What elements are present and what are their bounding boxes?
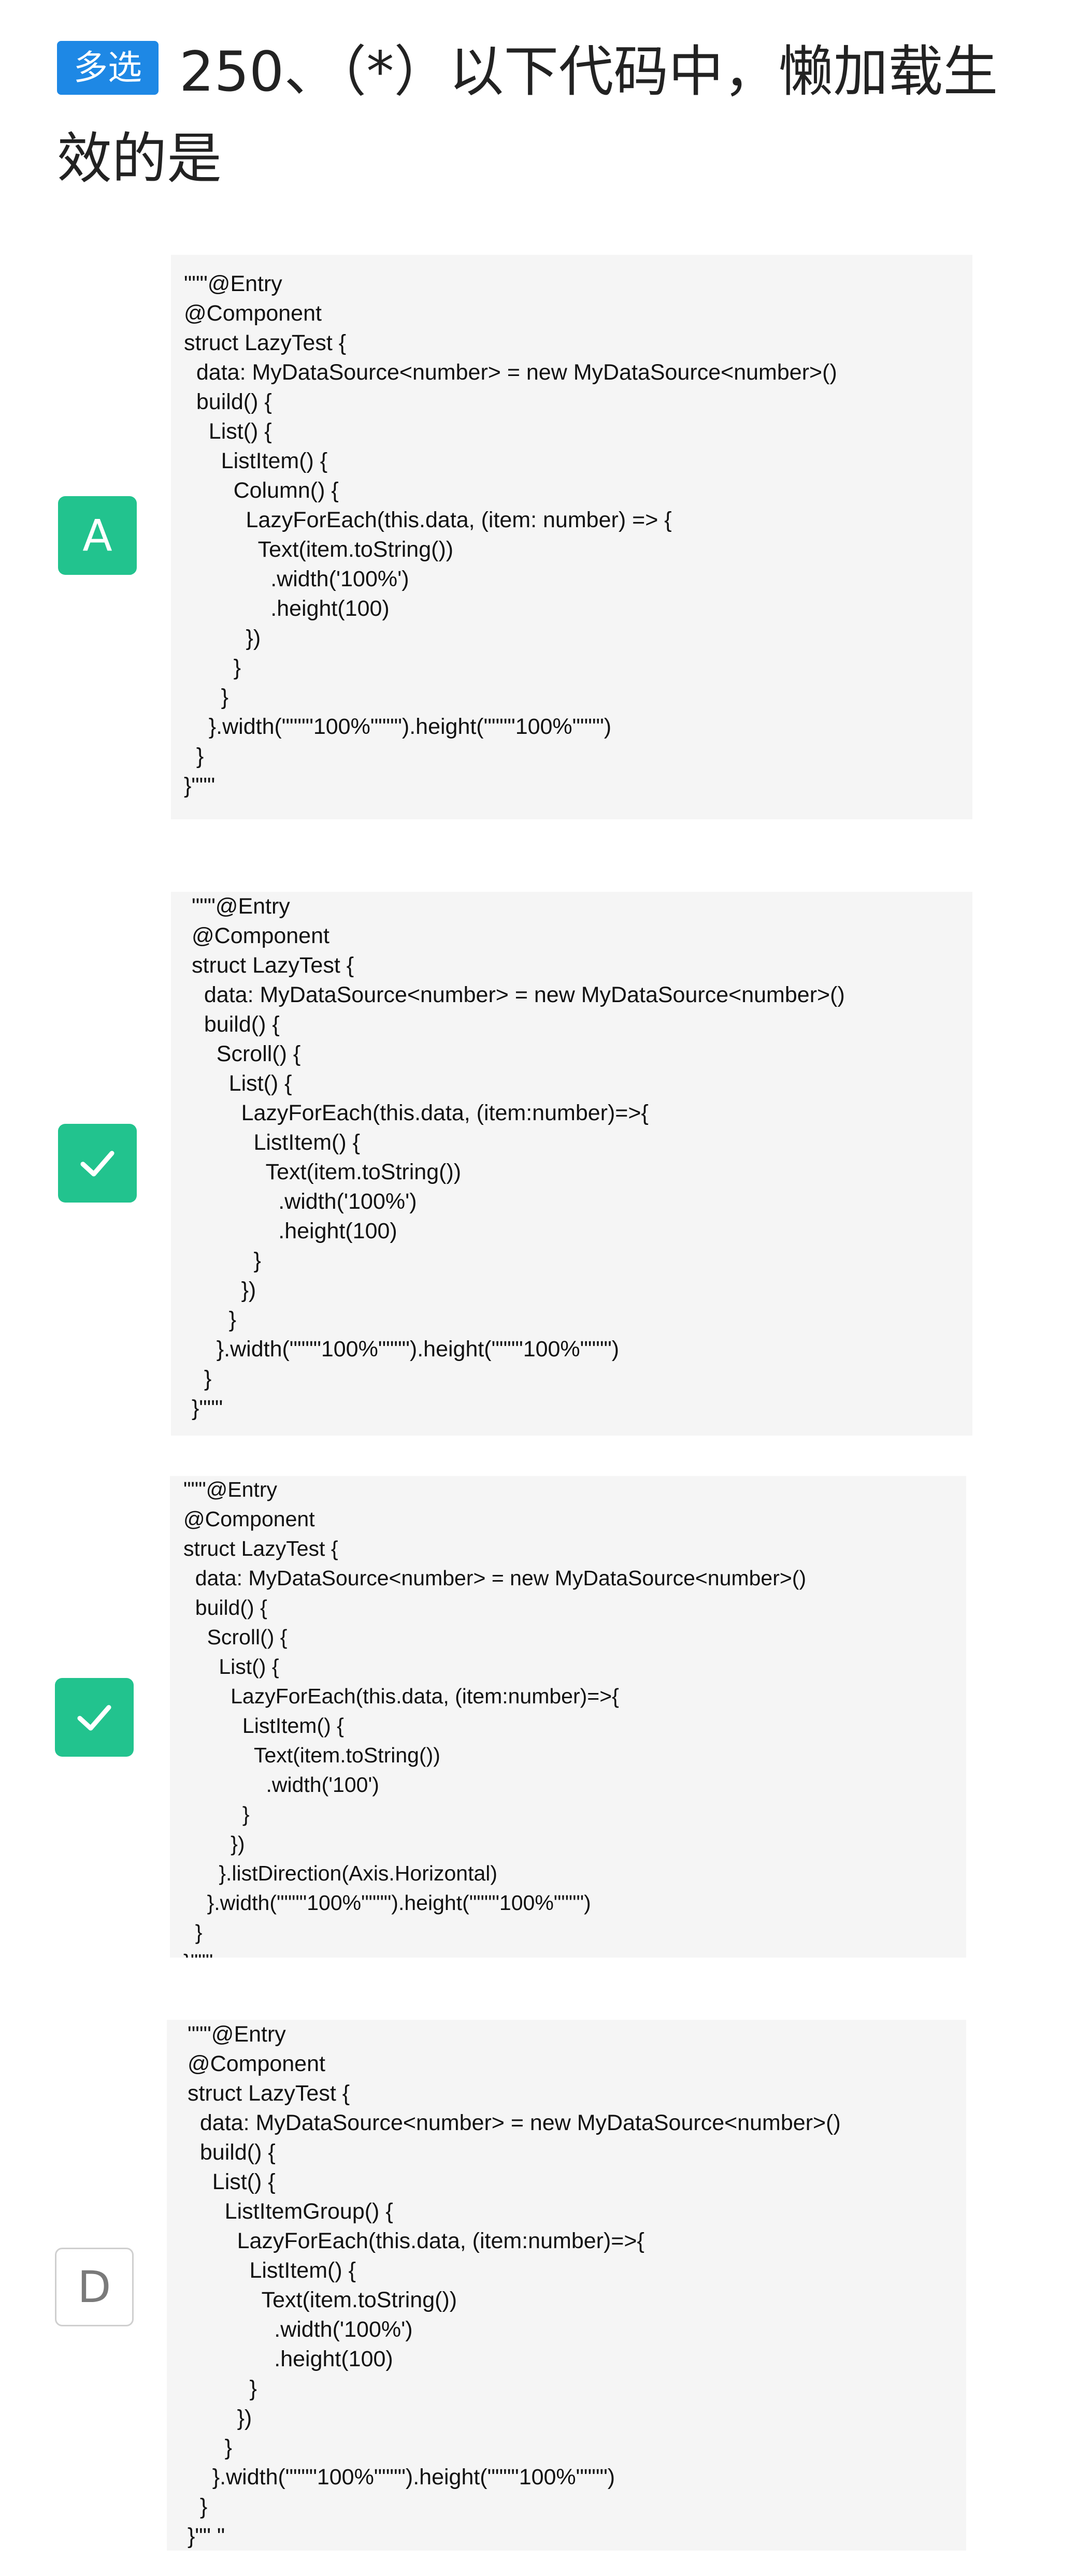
option-a-marker[interactable]: A xyxy=(58,496,137,575)
code-line: data: MyDataSource<number> = new MyDataS… xyxy=(184,360,837,385)
code-line: @Component xyxy=(183,1507,315,1531)
code-line: Text(item.toString()) xyxy=(192,1160,462,1184)
code-line: }""" xyxy=(192,1396,223,1421)
code-line: }) xyxy=(183,1832,245,1856)
code-line: build() { xyxy=(183,1596,267,1619)
code-line: data: MyDataSource<number> = new MyDataS… xyxy=(183,1566,807,1590)
code-line: } xyxy=(188,2435,233,2460)
code-line: .width('100') xyxy=(183,1773,379,1797)
code-line: }.width(""""100%"""").height(""""100%"""… xyxy=(188,2465,615,2490)
option-c-checkbox[interactable] xyxy=(55,1678,134,1757)
option-d-code[interactable]: """@Entry @Component struct LazyTest { dat… xyxy=(167,2020,966,2551)
code-line: } xyxy=(184,685,229,710)
code-line: }.listDirection(Axis.Horizontal) xyxy=(183,1861,498,1885)
code-line: LazyForEach(this.data, (item:number)=>{ xyxy=(188,2228,644,2253)
code-line: .width('100%') xyxy=(192,1189,417,1214)
code-line: } xyxy=(184,744,204,769)
code-line: ListItem() { xyxy=(183,1714,344,1738)
option-b-code[interactable]: """@Entry @Component struct LazyTest { dat… xyxy=(171,892,972,1436)
code-line: @Component xyxy=(192,923,329,948)
code-line: ListItemGroup() { xyxy=(188,2199,393,2224)
check-icon xyxy=(80,1151,114,1177)
code-line: List() { xyxy=(183,1655,279,1678)
code-line: LazyForEach(this.data, (item:number)=>{ xyxy=(183,1684,619,1708)
code-line: ListItem() { xyxy=(188,2258,356,2283)
code-line: build() { xyxy=(188,2140,276,2165)
code-line: }.width(""""100%"""").height(""""100%"""… xyxy=(192,1337,620,1362)
code-line: data: MyDataSource<number> = new MyDataS… xyxy=(188,2110,841,2135)
code-line: } xyxy=(192,1248,261,1273)
check-icon xyxy=(77,1705,111,1731)
code-line: Text(item.toString()) xyxy=(184,537,454,562)
code-line: """@Entry xyxy=(188,2022,286,2047)
code-line: ListItem() { xyxy=(192,1130,360,1155)
option-d-marker[interactable]: D xyxy=(55,2248,134,2326)
code-line: Scroll() { xyxy=(192,1041,301,1066)
code-line: LazyForEach(this.data, (item: number) =>… xyxy=(184,508,672,532)
code-line: }) xyxy=(192,1278,256,1303)
option-a-letter: A xyxy=(82,510,112,561)
code-line: data: MyDataSource<number> = new MyDataS… xyxy=(192,982,845,1007)
code-line: LazyForEach(this.data, (item:number)=>{ xyxy=(192,1101,649,1125)
code-line: }"" " xyxy=(188,2524,225,2549)
code-line: @Component xyxy=(184,301,322,326)
question-text: 250、（*）以下代码中，懒加载生效的是 xyxy=(57,40,998,191)
code-line: .height(100) xyxy=(184,596,390,621)
code-line: struct LazyTest { xyxy=(188,2081,350,2106)
code-line: """@Entry xyxy=(184,271,282,296)
code-line: } xyxy=(192,1307,237,1332)
option-c-code[interactable]: """@Entry @Component struct LazyTest { dat… xyxy=(170,1476,966,1958)
code-line: }) xyxy=(188,2406,252,2430)
code-line: Text(item.toString()) xyxy=(183,1743,440,1767)
option-d-letter: D xyxy=(77,2262,111,2312)
code-line: } xyxy=(183,1802,250,1826)
code-line: }.width(""""100%"""").height(""""100%"""… xyxy=(184,714,612,739)
code-line: build() { xyxy=(184,389,272,414)
code-line: } xyxy=(188,2376,257,2401)
code-line: List() { xyxy=(188,2169,276,2194)
code-line: ListItem() { xyxy=(184,448,328,473)
code-line: struct LazyTest { xyxy=(192,953,354,978)
code-line: """@Entry xyxy=(192,894,290,919)
code-line: .height(100) xyxy=(188,2347,393,2371)
code-line: struct LazyTest { xyxy=(184,330,347,355)
code-line: } xyxy=(184,655,241,680)
option-a-code[interactable]: """@Entry @Component struct LazyTest { dat… xyxy=(171,255,972,819)
code-line: Scroll() { xyxy=(183,1625,288,1649)
code-line: Column() { xyxy=(184,478,339,503)
code-line: }) xyxy=(184,626,261,650)
code-line: }""" xyxy=(184,773,216,798)
code-line: }""" xyxy=(183,1948,966,1958)
code-line: } xyxy=(188,2494,208,2519)
multi-select-tag: 多选 xyxy=(57,41,159,95)
code-line: } xyxy=(183,1920,203,1944)
code-line: List() { xyxy=(192,1071,292,1096)
code-line: } xyxy=(192,1366,212,1391)
code-line: build() { xyxy=(192,1012,280,1037)
code-line: Text(item.toString()) xyxy=(188,2288,457,2312)
code-line: .width('100%') xyxy=(184,567,409,591)
code-line: }.width(""""100%"""").height(""""100%"""… xyxy=(183,1891,591,1915)
code-line: """@Entry xyxy=(183,1478,277,1501)
code-line: List() { xyxy=(184,419,272,444)
option-b-checkbox[interactable] xyxy=(58,1124,137,1203)
code-line: @Component xyxy=(188,2051,325,2076)
code-line: .width('100%') xyxy=(188,2317,413,2342)
code-line: struct LazyTest { xyxy=(183,1537,338,1560)
code-line: .height(100) xyxy=(192,1219,397,1243)
